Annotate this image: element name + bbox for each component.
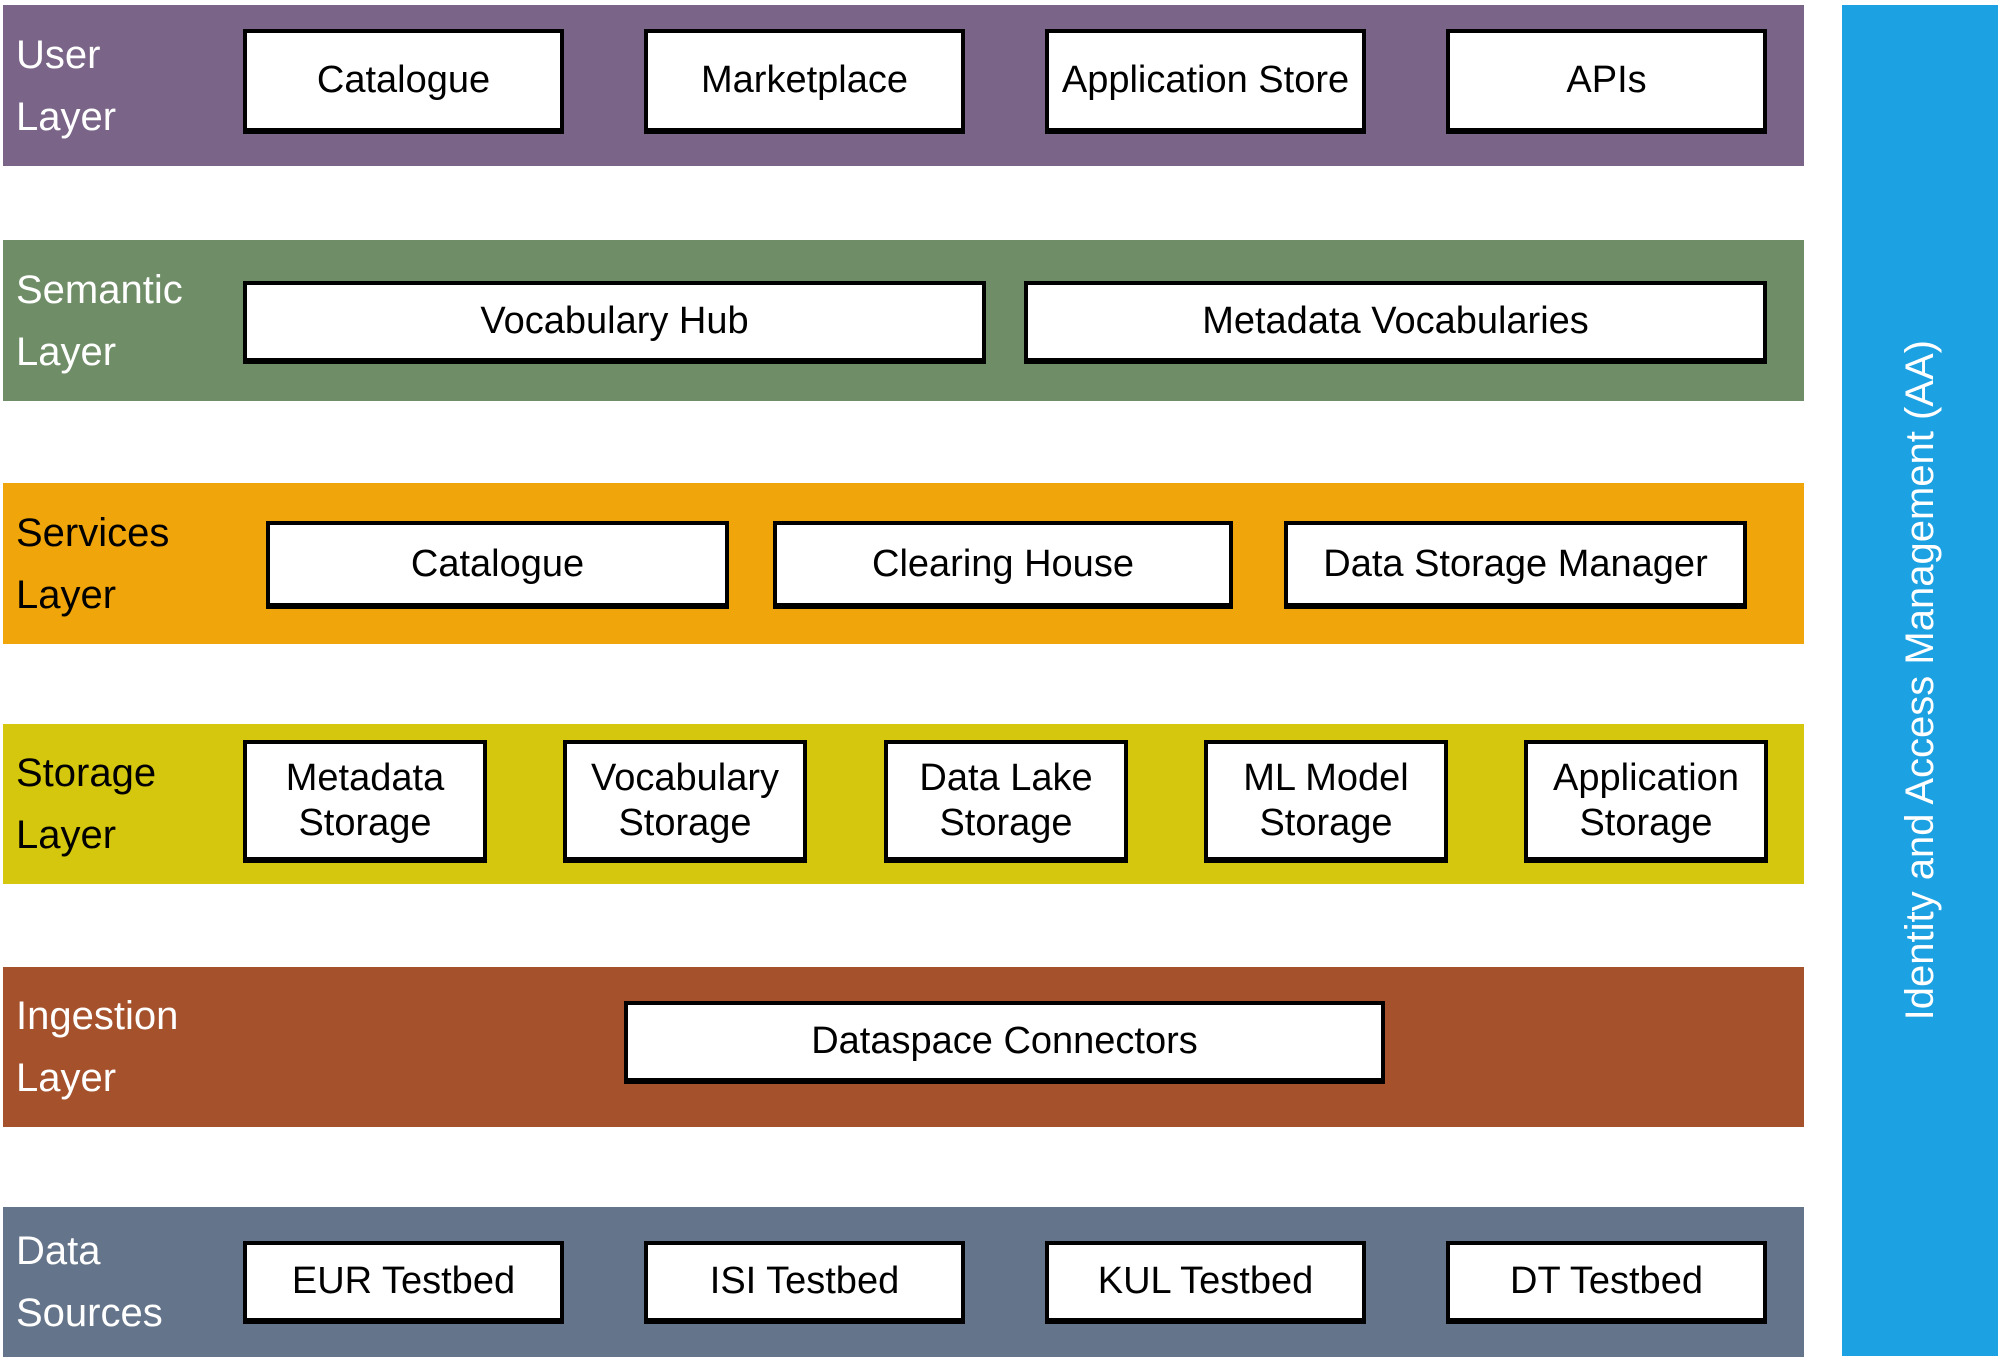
node-label: EUR Testbed (291, 1260, 516, 1303)
node-label: Dataspace Connectors (811, 1020, 1198, 1063)
node-label: Application Storage (1553, 756, 1739, 844)
layer-label-user: User Layer (16, 32, 117, 139)
node-clearing-house: Clearing House (773, 521, 1233, 609)
layer-label-data-sources: Data Sources (16, 1229, 163, 1335)
node-label: Clearing House (872, 542, 1134, 585)
node-dt-testbed: DT Testbed (1446, 1241, 1767, 1324)
node-label: Marketplace (701, 59, 908, 102)
band-user-layer: User Layer Catalogue Marketplace Applica… (3, 5, 1804, 166)
node-metadata-storage: Metadata Storage (243, 740, 487, 863)
node-label: ISI Testbed (709, 1260, 900, 1303)
node-label: Catalogue (316, 59, 491, 102)
node-label: KUL Testbed (1097, 1260, 1314, 1303)
node-label: Vocabulary Storage (590, 756, 779, 844)
node-user-application-store: Application Store (1045, 29, 1366, 134)
layer-label-semantic: Semantic Layer (16, 267, 183, 374)
node-label: Application Store (1061, 59, 1350, 102)
band-storage-layer: Storage Layer Metadata Storage Vocabular… (3, 724, 1804, 884)
band-data-sources: Data Sources EUR Testbed ISI Testbed KUL… (3, 1207, 1804, 1357)
node-label: Metadata Vocabularies (1202, 300, 1589, 343)
band-semantic-layer: Semantic Layer Vocabulary Hub Metadata V… (3, 240, 1804, 401)
node-kul-testbed: KUL Testbed (1045, 1241, 1366, 1324)
iam-sidebar: Identity and Access Management (AA) (1842, 5, 1998, 1356)
node-ml-model-storage: ML Model Storage (1204, 740, 1448, 863)
band-services-layer: Services Layer Catalogue Clearing House … (3, 483, 1804, 644)
node-services-catalogue: Catalogue (266, 521, 729, 609)
node-vocabulary-hub: Vocabulary Hub (243, 281, 986, 364)
node-user-marketplace: Marketplace (644, 29, 965, 134)
node-data-storage-manager: Data Storage Manager (1284, 521, 1747, 609)
layer-label-storage: Storage Layer (16, 751, 157, 857)
node-label: APIs (1566, 59, 1647, 102)
layer-label-services: Services Layer (16, 510, 170, 617)
node-data-lake-storage: Data Lake Storage (884, 740, 1128, 863)
node-label: Vocabulary Hub (480, 300, 749, 343)
node-isi-testbed: ISI Testbed (644, 1241, 965, 1324)
node-label: Data Storage Manager (1323, 542, 1708, 585)
node-user-apis: APIs (1446, 29, 1767, 134)
node-label: ML Model Storage (1243, 756, 1409, 844)
node-label: Metadata Storage (285, 756, 445, 844)
node-vocabulary-storage: Vocabulary Storage (563, 740, 807, 863)
layer-label-ingestion: Ingestion Layer (16, 994, 179, 1100)
band-ingestion-layer: Ingestion Layer Dataspace Connectors (3, 967, 1804, 1127)
node-application-storage: Application Storage (1524, 740, 1768, 863)
node-metadata-vocabularies: Metadata Vocabularies (1024, 281, 1767, 364)
node-user-catalogue: Catalogue (243, 29, 564, 134)
node-dataspace-connectors: Dataspace Connectors (624, 1001, 1385, 1084)
iam-label: Identity and Access Management (AA) (1897, 340, 1942, 1021)
node-label: Catalogue (410, 542, 585, 585)
node-eur-testbed: EUR Testbed (243, 1241, 564, 1324)
node-label: Data Lake Storage (919, 756, 1093, 844)
node-label: DT Testbed (1510, 1260, 1703, 1303)
